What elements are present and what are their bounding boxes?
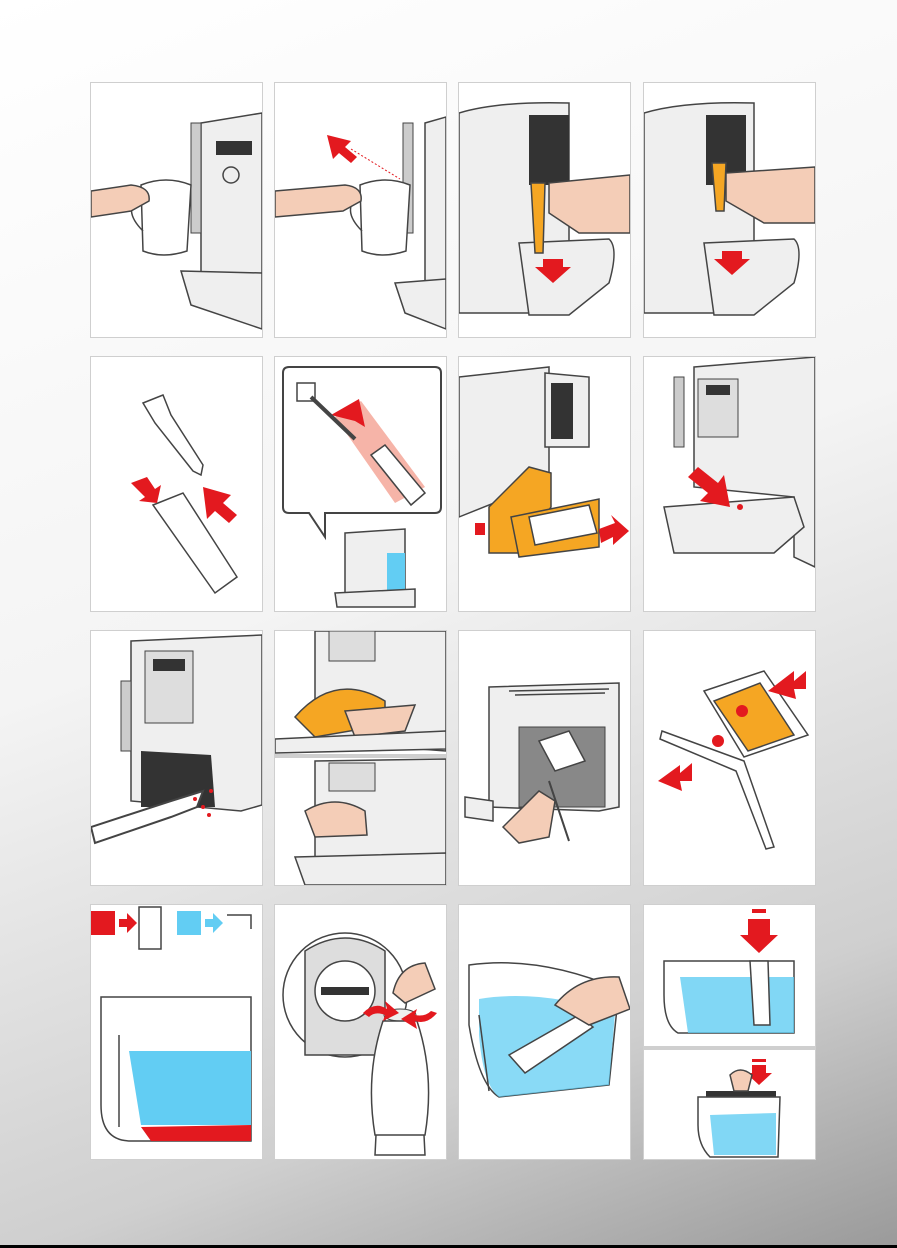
vacuum-cleaning-icon: [91, 631, 262, 885]
panel-filter-dial: [274, 904, 447, 1160]
panel-tank-refit: [643, 904, 816, 1160]
brew-unit-press-icon: [644, 631, 815, 885]
panel-drip-tray-insert: [643, 356, 816, 612]
frothing-milk-jug-icon: [91, 83, 262, 337]
panel-remove-nozzle-a: [458, 82, 631, 338]
panel-brew-unit-remove: [458, 630, 631, 886]
remove-nozzle-icon: [459, 83, 630, 337]
panel-water-hardness: [90, 904, 263, 1160]
nozzle-parts-icon: [91, 357, 262, 611]
wipe-clean-icon: [275, 631, 446, 885]
water-hardness-test-icon: [91, 905, 262, 1159]
panel-wipe-clean: [274, 630, 447, 886]
panel-brew-unit-press: [643, 630, 816, 886]
panel-remove-nozzle-b: [643, 82, 816, 338]
drip-tray-remove-icon: [459, 357, 630, 611]
nozzle-detail-callout-icon: [275, 357, 446, 611]
panel-nozzle-parts: [90, 356, 263, 612]
filter-insert-tank-icon: [459, 905, 630, 1159]
brew-unit-remove-icon: [459, 631, 630, 885]
panel-nozzle-callout: [274, 356, 447, 612]
panel-filter-insert: [458, 904, 631, 1160]
panel-frothing-milk: [90, 82, 263, 338]
panel-vacuum: [90, 630, 263, 886]
steam-wand-position-icon: [275, 83, 446, 337]
filter-dial-set-icon: [275, 905, 446, 1159]
panel-drip-tray-remove: [458, 356, 631, 612]
remove-nozzle-icon: [644, 83, 815, 337]
panel-steam-wand: [274, 82, 447, 338]
drip-tray-insert-icon: [644, 357, 815, 611]
tank-refit-icon: [644, 905, 815, 1159]
